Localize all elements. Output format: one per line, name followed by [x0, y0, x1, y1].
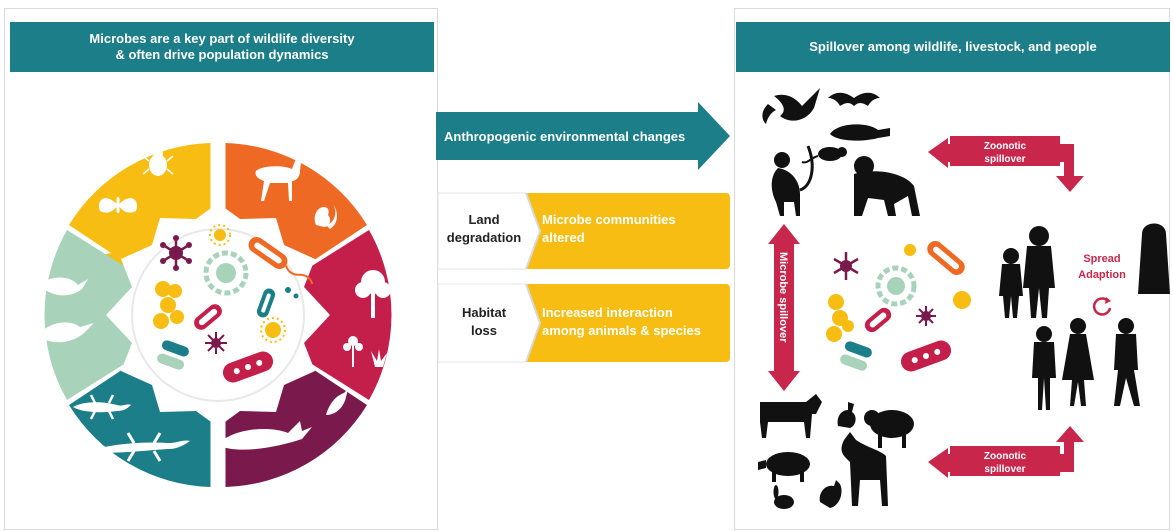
- left-title-line1: Microbes are a key part of wildlife dive…: [89, 31, 355, 46]
- duck-icon: [837, 402, 856, 428]
- cause2-line2: loss: [470, 323, 497, 338]
- left-title-line2: & often drive population dynamics: [115, 47, 329, 62]
- arrow-label: Anthropogenic environmental changes: [444, 129, 685, 144]
- rat-icon: [801, 147, 847, 164]
- chimpanzee-icon: [854, 156, 920, 216]
- microbe-icon: [153, 224, 314, 383]
- zoonotic-spillover-bottom: Zoonotic spillover: [928, 426, 1084, 478]
- flower-icon: [343, 336, 387, 367]
- zoonotic-spillover-top: Zoonotic spillover: [928, 136, 1084, 192]
- zoonotic-bottom-line1: Zoonotic: [984, 451, 1027, 462]
- horse-icon: [841, 432, 888, 506]
- rabbit-icon: [773, 485, 794, 509]
- microbe-spillover-label: Microbe spillover: [777, 252, 789, 343]
- moth-icon: [98, 197, 138, 213]
- person-icon: [999, 223, 1170, 410]
- left-panel-title: Microbes are a key part of wildlife dive…: [10, 22, 434, 72]
- zoonotic-bottom-line2: spillover: [984, 464, 1025, 475]
- cause1-line1: Land: [468, 212, 500, 227]
- effect2-line1: Increased interaction: [542, 305, 673, 320]
- pelican-icon: [38, 277, 94, 343]
- zoonotic-top-line1: Zoonotic: [984, 141, 1027, 152]
- spread-label: Spread: [1083, 253, 1120, 265]
- monkey-icon: [771, 145, 814, 216]
- cause-effect-1: Land degradation Microbe communities alt…: [437, 192, 730, 270]
- lizard-icon: [88, 432, 190, 462]
- pig-icon: [758, 452, 810, 482]
- deer-icon: [255, 153, 302, 201]
- platypus-icon: [830, 124, 890, 141]
- duck-icon: [762, 88, 820, 124]
- effect1-line2: altered: [542, 230, 585, 245]
- cycle-icon: [1092, 297, 1112, 316]
- gecko-icon: [73, 394, 131, 420]
- effect2-line2: among animals & species: [542, 323, 701, 338]
- whale-icon: [218, 421, 312, 450]
- chicken-icon: [819, 480, 842, 508]
- beetle-icon: [142, 148, 174, 176]
- cause1-line2: degradation: [446, 230, 522, 245]
- cause2-line1: Habitat: [461, 305, 507, 320]
- microbe-spillover-arrow: Microbe spillover: [768, 224, 800, 391]
- cow-icon: [760, 394, 822, 438]
- cause-effect-2: Habitat loss Increased interaction among…: [437, 283, 730, 363]
- effect1-line1: Microbe communities: [542, 212, 676, 227]
- adaption-label: Adaption: [1078, 269, 1126, 281]
- bat-icon: [828, 92, 880, 106]
- sheep-icon: [864, 410, 914, 448]
- anthropogenic-arrow: Anthropogenic environmental changes: [436, 102, 730, 170]
- zoonotic-top-line2: spillover: [984, 154, 1025, 165]
- squirrel-icon: [314, 203, 337, 229]
- wildlife-wheel: [38, 143, 392, 487]
- right-title-text: Spillover among wildlife, livestock, and…: [809, 39, 1097, 54]
- tree-icon: [355, 270, 391, 318]
- spillover-diagram: Microbe spillover Zoonotic spillover Zoo…: [758, 88, 1170, 509]
- right-panel-title: Spillover among wildlife, livestock, and…: [736, 22, 1170, 72]
- bird-icon: [326, 389, 348, 415]
